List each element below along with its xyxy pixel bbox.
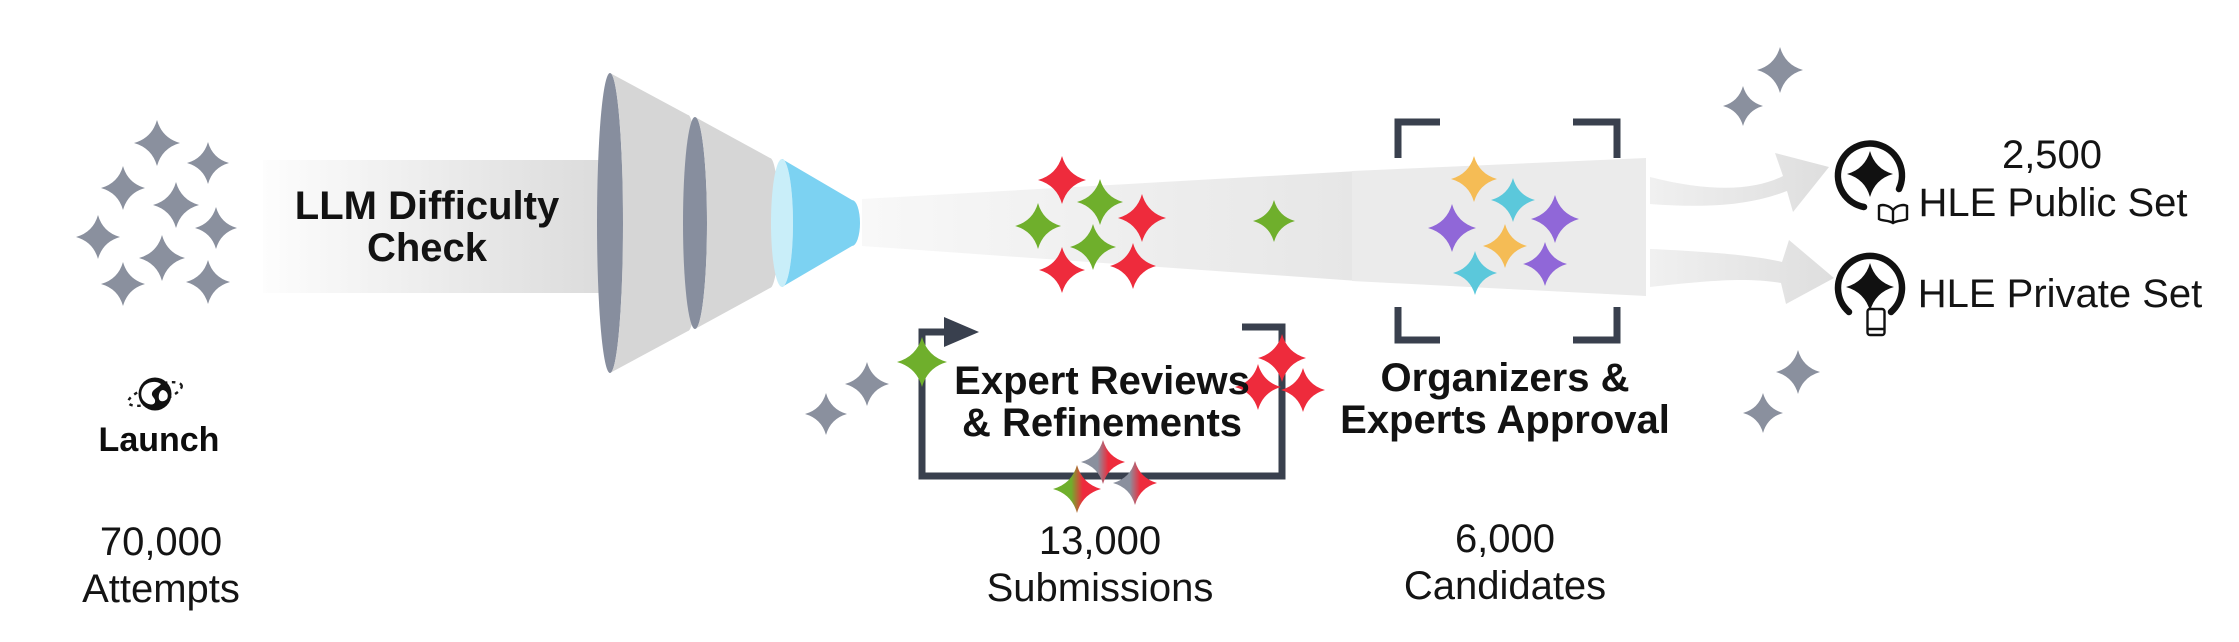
spark-icon — [1847, 151, 1893, 197]
public-set-label: HLE Public Set — [1918, 181, 2188, 225]
public-set-count: 2,500 — [2001, 133, 2103, 177]
globe-orbit-icon — [127, 377, 183, 411]
spark-icon — [1757, 47, 1803, 93]
spark-icon — [897, 337, 947, 387]
approval-brackets — [1394, 118, 1621, 344]
spark-icon — [101, 166, 145, 210]
output-stars — [1723, 47, 1820, 433]
spark-icon — [845, 362, 889, 406]
expert-reviews-line2: & Refinements — [961, 401, 1243, 445]
spark-icon — [139, 235, 185, 281]
book-icon — [1877, 203, 1909, 225]
spark-icon — [1281, 368, 1325, 412]
spark-icon — [101, 262, 145, 306]
difficulty-check-line2: Check — [366, 226, 488, 270]
approval-line2: Experts Approval — [1340, 398, 1670, 442]
candidates-count: 6,000 Candidates — [1404, 516, 1606, 610]
submissions-unit: Submissions — [986, 566, 1214, 610]
refined-spark-icon — [1113, 461, 1157, 505]
spark-icon — [1723, 86, 1763, 126]
spark-icon — [186, 260, 230, 304]
submissions-number: 13,000 — [1038, 519, 1162, 563]
submissions-count: 13,000 Submissions — [987, 518, 1214, 612]
device-icon — [1866, 307, 1886, 337]
expert-reviews-line1: Expert Reviews — [954, 359, 1250, 403]
spark-icon — [1846, 263, 1894, 311]
spark-icon — [805, 393, 847, 435]
approval-label: Organizers & Experts Approval — [1340, 357, 1670, 441]
approval-line1: Organizers & — [1380, 356, 1630, 400]
spark-icon — [134, 120, 180, 166]
attempts-unit: Attempts — [82, 567, 240, 611]
difficulty-check-band — [263, 160, 648, 293]
star-circle-device-icon — [1834, 252, 1906, 337]
spark-icon — [76, 215, 120, 259]
attempts-count: 70,000 Attempts — [82, 519, 240, 613]
funnel-output-beam — [862, 171, 1358, 281]
attempts-number: 70,000 — [99, 520, 223, 564]
spark-icon — [1776, 350, 1820, 394]
public-set-arrow-icon — [1650, 153, 1829, 212]
approval-beam — [1352, 158, 1646, 296]
star-circle-book-icon — [1834, 140, 1909, 225]
spark-icon — [1258, 334, 1306, 382]
expert-reviews-label: Expert Reviews & Refinements — [954, 360, 1250, 444]
spark-icon — [187, 142, 229, 184]
attempts-star-cluster — [76, 120, 237, 306]
difficulty-check-line1: LLM Difficulty — [294, 184, 560, 228]
difficulty-check-label: LLM Difficulty Check — [295, 185, 559, 269]
private-set-label: HLE Private Set — [1917, 272, 2203, 316]
candidates-unit: Candidates — [1403, 564, 1607, 608]
private-set-arrow-icon — [1650, 240, 1834, 304]
loop-arrowhead-icon — [944, 317, 979, 347]
spark-icon — [195, 207, 237, 249]
spark-icon — [153, 182, 199, 228]
spark-icon — [1743, 393, 1783, 433]
candidates-number: 6,000 — [1454, 517, 1556, 561]
refined-spark-icon — [1053, 465, 1101, 513]
output-arrows — [1650, 153, 1834, 304]
launch-label: Launch — [98, 421, 220, 459]
funnel-icon — [597, 73, 860, 373]
